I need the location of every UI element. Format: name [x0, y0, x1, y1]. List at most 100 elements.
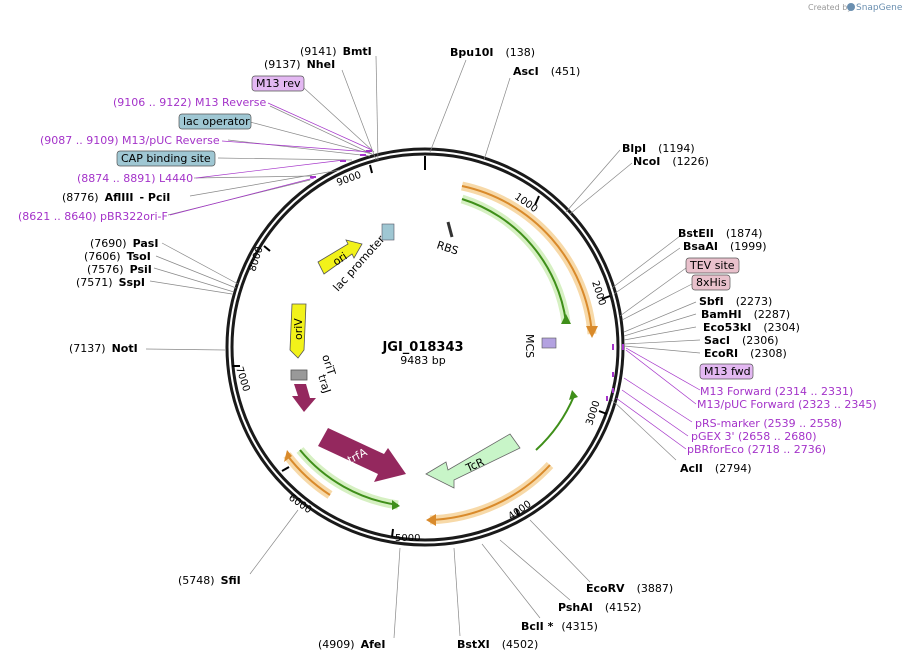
enzyme-name: AflIII: [105, 191, 134, 204]
svg-text:SacI(2306): SacI(2306): [704, 334, 779, 347]
tick-label-4000: 4000: [506, 499, 533, 523]
box-tev-site: TEV site: [685, 257, 740, 274]
enzyme-pos: (3887): [637, 582, 674, 595]
enzyme-name: NheI: [307, 58, 336, 71]
tick-label-8000: 8000: [247, 245, 265, 273]
svg-text:BclI *(4315): BclI * (4315): [521, 620, 598, 633]
enzyme-name: AscI: [513, 65, 539, 78]
tick-label-5000: 5000: [395, 533, 420, 544]
svg-text:Eco53kI(2304): Eco53kI(2304): [703, 321, 800, 334]
oriV-label: oriV: [292, 318, 305, 340]
primer-pgex-3: pGEX 3' (2658 .. 2680): [691, 430, 817, 443]
primer-labels: (9106 .. 9122) M13 Reverse (9087 .. 9109…: [18, 96, 877, 456]
primer-pbrforeco: pBRforEco (2718 .. 2736): [687, 443, 826, 456]
primer-pbr322ori-f: (8621 .. 8640) pBR322ori-F: [18, 210, 168, 223]
svg-text:(9141)BmtI: (9141)BmtI: [300, 45, 372, 58]
traJ-feature: [292, 384, 316, 412]
created-by-text: Created by: [808, 3, 852, 12]
oriT-label: oriT: [319, 353, 338, 377]
TcR-feature: [425, 433, 521, 489]
primer-l4440: (8874 .. 8891) L4440: [77, 172, 193, 185]
svg-text:(7606)TsoI: (7606)TsoI: [84, 250, 151, 263]
primer-m13-reverse: (9106 .. 9122) M13 Reverse: [113, 96, 266, 109]
primer-marks: [310, 150, 624, 401]
enzyme-pos: (2794): [715, 462, 752, 475]
svg-text:(7690)PasI: (7690) PasI: [90, 237, 158, 250]
tick-label-6000: 6000: [286, 492, 313, 516]
box-cap-binding-site: CAP binding site: [116, 150, 216, 167]
mcs-feature: [541, 337, 557, 349]
enzyme-name: SspI: [119, 276, 145, 289]
oriT-feature: [290, 369, 308, 381]
tick-mark: [369, 164, 373, 174]
enzyme-pos: (2273): [736, 295, 773, 308]
enzyme-labels-left: (9141)BmtI (9137)NheI (8776)AflIII- PciI…: [62, 45, 385, 651]
orf-upper-right: [460, 181, 598, 338]
tick-label-2000: 2000: [589, 280, 607, 308]
primer-leader-lines: [169, 102, 701, 450]
plasmid-name: JGI_018343: [381, 340, 463, 355]
tick-mark: [598, 410, 608, 415]
oriV-feature: [289, 303, 307, 359]
svg-text:AscI(451): AscI(451): [513, 65, 580, 78]
primer-m13-forward: M13 Forward (2314 .. 2331): [700, 385, 853, 398]
enzyme-name: BmtI: [343, 45, 372, 58]
svg-text:EcoRI(2308): EcoRI(2308): [704, 347, 787, 360]
primer-m13puc-forward: M13/pUC Forward (2323 .. 2345): [697, 398, 877, 411]
enzyme-pos: (7690): [90, 237, 127, 250]
enzyme-pos: (4909): [318, 638, 355, 651]
enzyme-name: SbfI: [699, 295, 724, 308]
svg-text:M13 rev: M13 rev: [256, 77, 301, 90]
svg-text:(4909)AfeI: (4909) AfeI: [318, 638, 385, 651]
enzyme-pos: (7571): [76, 276, 113, 289]
enzyme-name: AclI: [680, 462, 703, 475]
svg-text:Bpu10I(138): Bpu10I (138): [450, 46, 535, 59]
enzyme-name: SacI: [704, 334, 730, 347]
enzyme-name: Bpu10I: [450, 46, 494, 59]
enzyme-name: BlpI: [622, 142, 646, 155]
svg-text:BlpI(1194): BlpI(1194): [622, 142, 695, 155]
svg-text:PshAI(4152): PshAI(4152): [558, 601, 641, 614]
svg-text:lac operator: lac operator: [183, 115, 250, 128]
enzyme-labels-right: Bpu10I (138) AscI(451) BlpI(1194) NcoI(12…: [450, 46, 800, 651]
trfA-feature: [318, 428, 406, 482]
enzyme-pos: (4315): [561, 620, 598, 633]
orf-lower-right: [426, 390, 578, 526]
svg-text:(7137)NotI: (7137)NotI: [69, 342, 138, 355]
svg-text:TEV site: TEV site: [689, 259, 735, 272]
enzyme-name: - PciI: [140, 191, 171, 204]
box-m13-rev: M13 rev: [251, 75, 305, 92]
leader-lines: [145, 55, 701, 639]
enzyme-name: PasI: [133, 237, 159, 250]
enzyme-pos: (7606): [84, 250, 121, 263]
svg-text:(8776)AflIII- PciI: (8776)AflIII- PciI: [62, 191, 170, 204]
enzyme-pos: (4152): [605, 601, 642, 614]
lac-promoter-feature: [381, 223, 395, 241]
enzyme-name: AfeI: [361, 638, 386, 651]
svg-text:AclI(2794): AclI (2794): [680, 462, 751, 475]
svg-text:(9137)NheI: (9137) NheI: [264, 58, 335, 71]
ori-feature: [317, 239, 363, 275]
box-m13-fwd: M13 fwd: [699, 363, 754, 380]
tick-mark: [281, 466, 290, 472]
svg-text:BsaAI(1999): BsaAI (1999): [683, 240, 767, 253]
svg-text:(7571)SspI: (7571) SspI: [76, 276, 145, 289]
primer-m13puc-reverse: (9087 .. 9109) M13/pUC Reverse: [40, 134, 220, 147]
svg-text:(7576)PsiI: (7576)PsiI: [87, 263, 152, 276]
svg-text:NcoI(1226): NcoI(1226): [633, 155, 709, 168]
svg-text:M13 fwd: M13 fwd: [704, 365, 751, 378]
box-8xhis: 8xHis: [691, 274, 731, 291]
enzyme-pos: (5748): [178, 574, 215, 587]
enzyme-pos: (9137): [264, 58, 301, 71]
enzyme-name: NotI: [112, 342, 138, 355]
enzyme-name: BclI *: [521, 620, 554, 633]
snapgene-logo-icon: [847, 3, 855, 11]
enzyme-name: BsaAI: [683, 240, 718, 253]
enzyme-pos: (138): [506, 46, 536, 59]
enzyme-name: EcoRV: [586, 582, 625, 595]
orf-lower-left: [283, 447, 400, 510]
box-lac-operator: lac operator: [178, 113, 252, 130]
tick-mark: [263, 245, 271, 252]
enzyme-pos: (1999): [730, 240, 767, 253]
